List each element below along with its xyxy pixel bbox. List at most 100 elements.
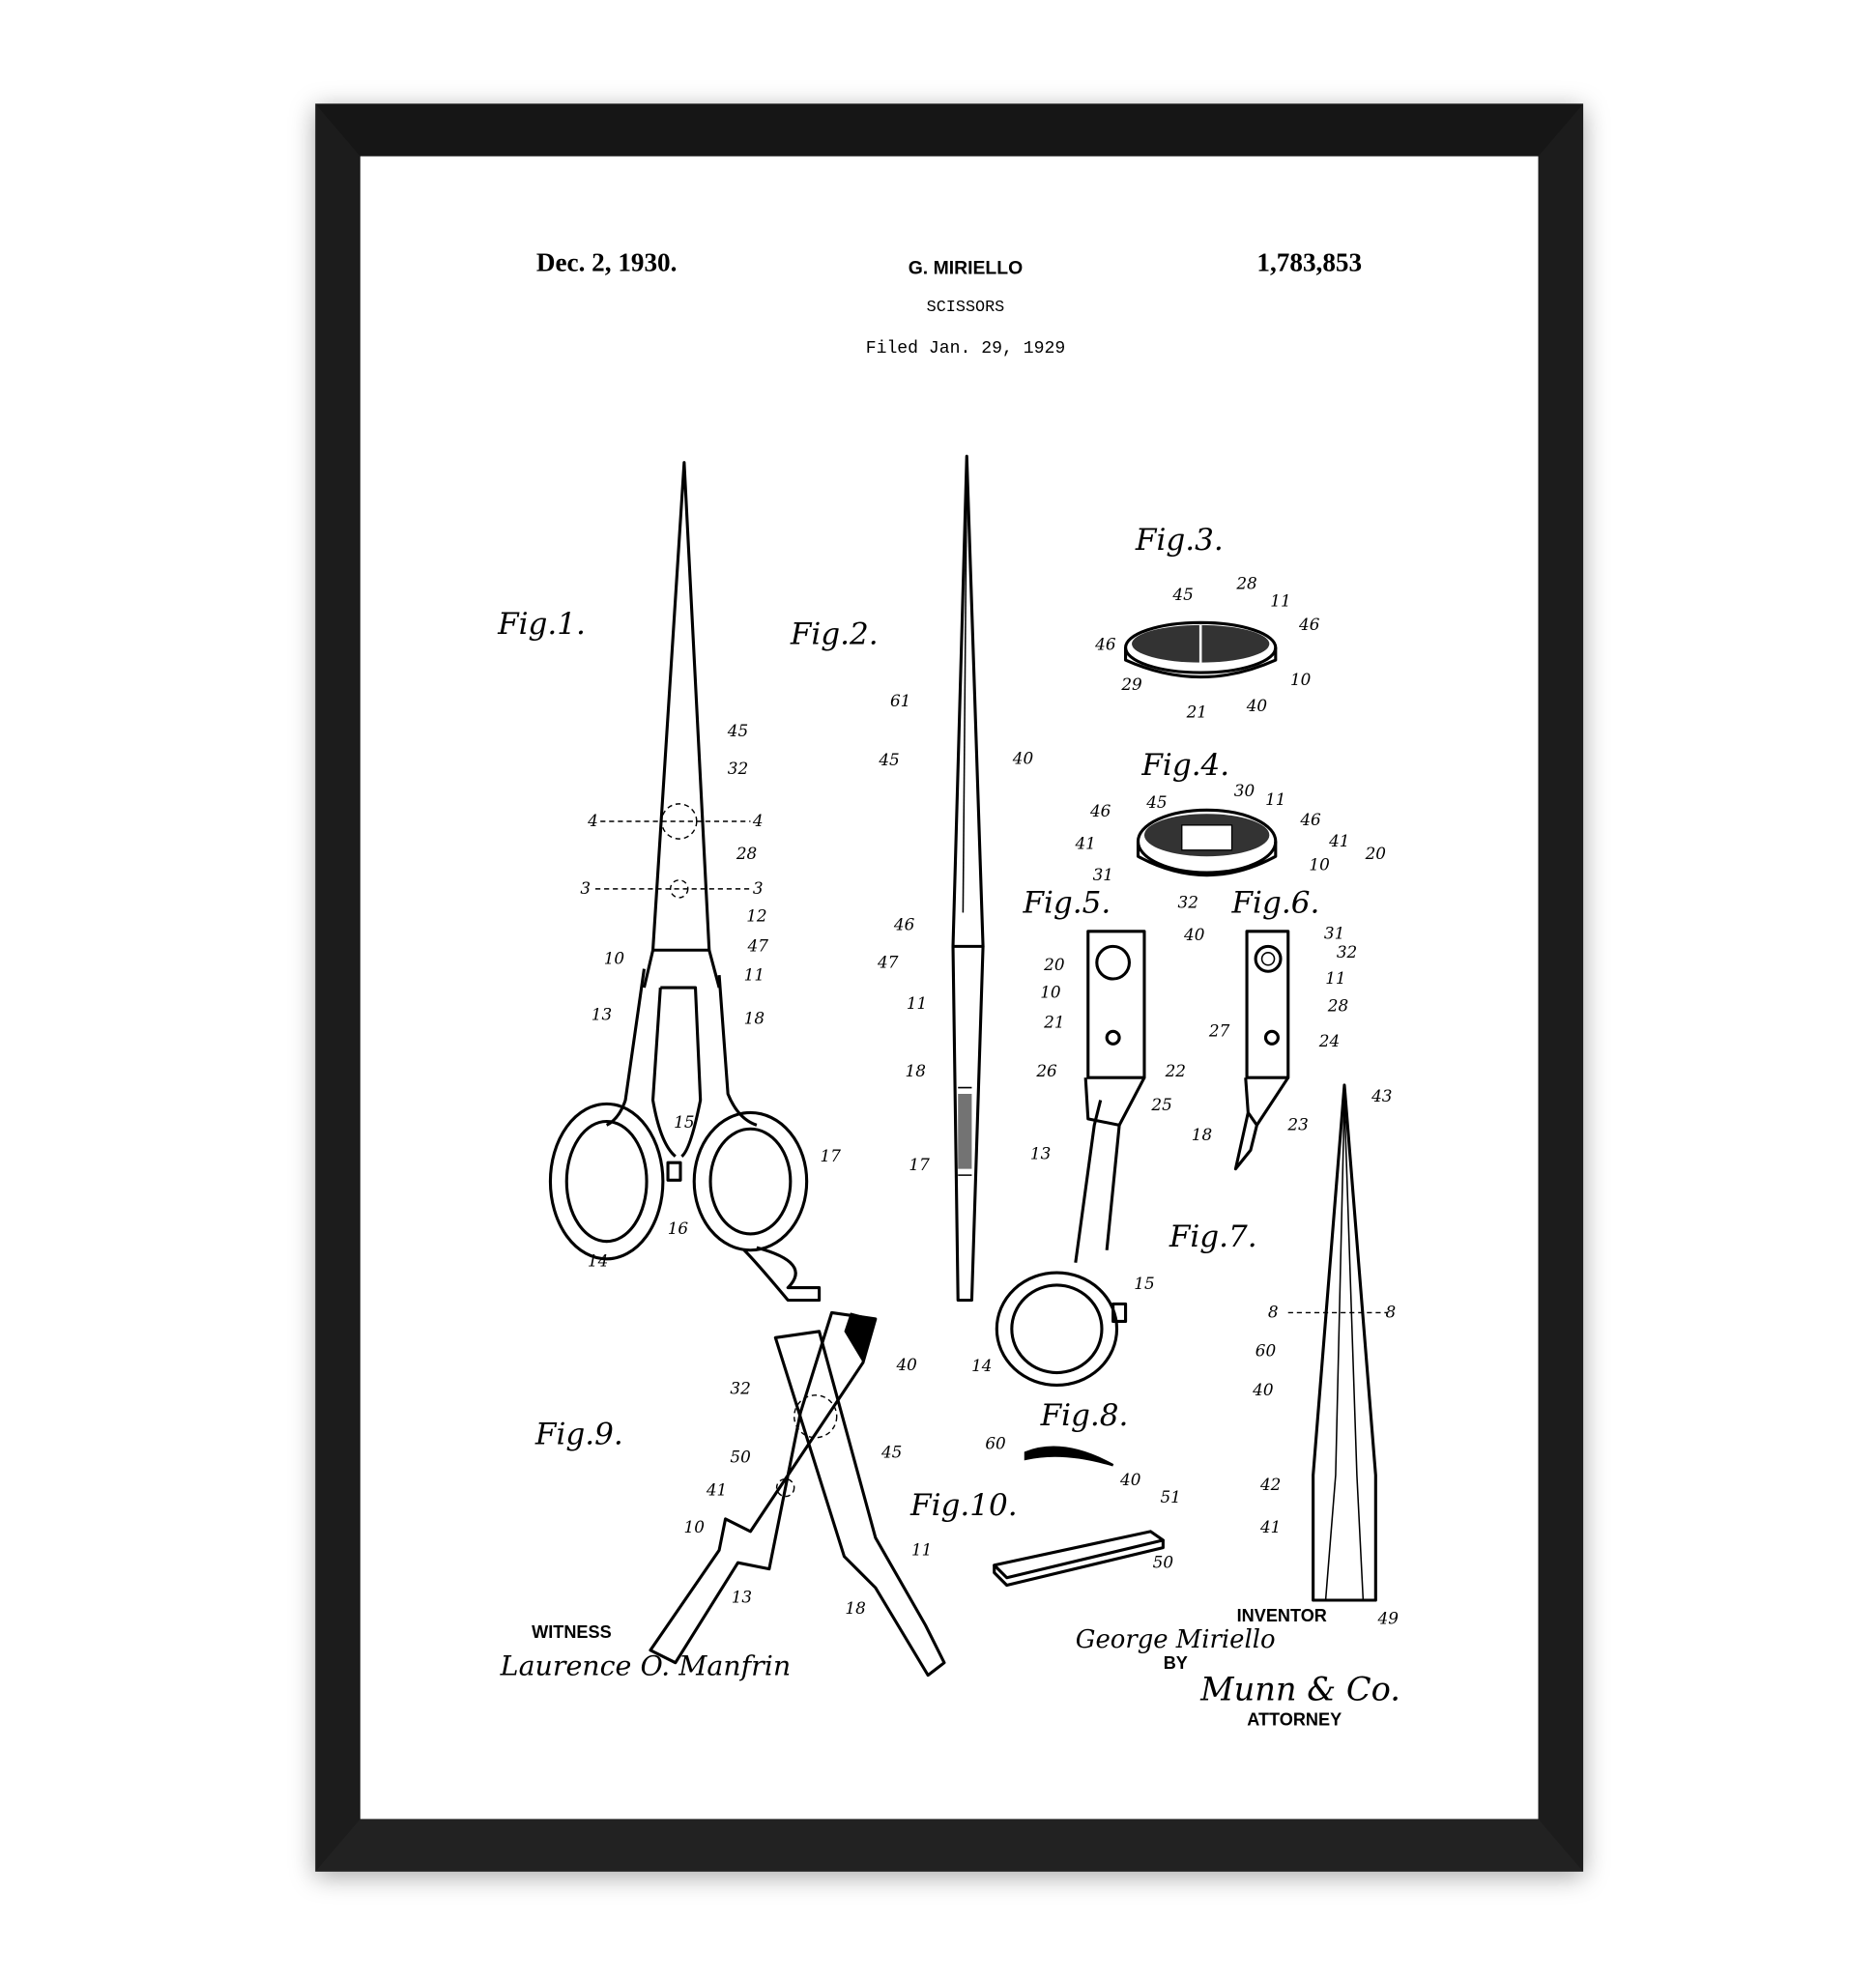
picture-frame [315,103,1584,1872]
reference-numeral: 40 [1012,748,1034,767]
reference-numeral: 40 [1252,1380,1274,1399]
fig8-section [1024,1446,1114,1467]
reference-numeral: 60 [1255,1341,1277,1361]
figure-titles: Fig.1. Fig.2. Fig.3. Fig.4. Fig.5. Fig.6… [497,523,1319,1523]
inventor-name: G. MIRIELLO [909,257,1024,278]
reference-numeral: 47 [877,952,899,971]
reference-numeral: 4 [587,811,598,830]
fig-title: Fig.8. [1040,1398,1129,1433]
reference-numeral: 45 [727,721,748,740]
patent-title: SCISSORS [927,299,1005,317]
fig3-pivot-section [1124,620,1278,679]
fig1-scissors [548,461,822,1303]
reference-numeral: 16 [668,1219,689,1238]
reference-numeral: 22 [1165,1061,1186,1080]
fig9-crossed-blades [649,1310,946,1678]
reference-numeral: 18 [744,1009,765,1028]
inventor-label: INVENTOR [1237,1606,1327,1625]
witness-signature: Laurence O. Manfrin [500,1650,792,1682]
fig6-blade-part [1233,930,1290,1171]
reference-numeral: 4 [752,811,764,830]
reference-numeral: 15 [1134,1274,1154,1293]
reference-numeral: 60 [985,1433,1006,1452]
reference-numeral: 24 [1318,1031,1340,1050]
fig7-blade [1287,1083,1389,1602]
fig10-insert [993,1530,1165,1588]
fig-title: Fig.6. [1231,885,1320,920]
reference-numeral: 13 [1030,1143,1051,1162]
reference-numeral: 46 [1094,635,1116,654]
reference-numeral: 25 [1150,1095,1171,1114]
reference-numeral: 46 [1089,801,1111,820]
reference-numeral: 10 [1290,670,1312,689]
reference-numeral: 10 [1040,982,1061,1001]
reference-numeral: 46 [1299,810,1321,829]
reference-numeral: 49 [1377,1609,1400,1628]
fig-title: Fig.9. [534,1417,623,1451]
reference-numeral: 11 [744,964,765,984]
reference-numeral: 50 [1153,1552,1174,1571]
reference-numeral: 28 [736,844,758,863]
fig-title: Fig.7. [1169,1219,1257,1254]
fig-title: Fig.2. [790,617,879,651]
reference-numeral: 18 [1192,1125,1213,1144]
reference-numeral: 32 [730,1379,750,1398]
witness-label: WITNESS [532,1622,612,1642]
reference-numeral: 45 [878,750,899,769]
reference-numeral: 13 [732,1588,752,1607]
fig-title: Fig.10. [909,1488,1018,1523]
fig2-blade-side [951,454,985,1303]
reference-numeral: 14 [588,1251,608,1271]
reference-numeral: 31 [1324,924,1344,943]
inventor-signature: George Miriello [1076,1625,1276,1654]
reference-numeral: 17 [909,1155,930,1174]
reference-numeral: 15 [674,1112,694,1132]
reference-numeral: 17 [821,1146,842,1165]
patent-drawings: Fig.1. Fig.2. Fig.3. Fig.4. Fig.5. Fig.6… [497,454,1399,1678]
reference-numeral: 20 [1365,844,1387,863]
reference-numeral: 14 [971,1356,992,1375]
filed-date: Filed Jan. 29, 1929 [866,339,1065,359]
reference-numeral: 45 [1171,585,1193,604]
reference-numeral: 41 [1328,831,1349,850]
patent-number: 1,783,853 [1256,248,1362,277]
reference-numeral: 41 [1259,1517,1281,1536]
fig-title: Fig.5. [1022,885,1111,920]
by-label: BY [1164,1653,1188,1673]
reference-numeral: 41 [706,1479,727,1499]
reference-numeral: 32 [1178,892,1198,911]
reference-numeral: 13 [592,1005,612,1024]
patent-date: Dec. 2, 1930. [536,248,678,277]
reference-numeral: 30 [1234,781,1255,800]
reference-numeral: 26 [1035,1061,1057,1080]
reference-numeral: 12 [746,905,766,925]
reference-numeral: 8 [1385,1303,1396,1322]
paper [360,156,1539,1820]
reference-numeral: 40 [1183,925,1205,944]
reference-numeral: 50 [730,1448,751,1467]
reference-numeral: 8 [1268,1303,1279,1322]
reference-numeral: 28 [1235,573,1257,592]
reference-numeral: 11 [1270,590,1290,610]
reference-numeral: 46 [1298,615,1320,634]
reference-numeral: 47 [747,936,769,956]
reference-numeral: 40 [1119,1470,1141,1489]
attorney-signature: Munn & Co. [1199,1670,1400,1707]
reference-numeral: 29 [1120,674,1142,694]
reference-numeral: 10 [604,948,625,967]
reference-numeral: 42 [1259,1475,1281,1494]
fig-title: Fig.3. [1135,523,1224,558]
reference-numeral: 45 [1145,792,1167,812]
reference-numeral: 40 [1246,696,1268,715]
reference-numeral: 18 [845,1598,866,1618]
reference-numeral: 21 [1043,1012,1064,1031]
reference-numeral: 11 [911,1539,932,1559]
reference-numeral: 28 [1327,996,1349,1016]
patent-footer: WITNESS Laurence O. Manfrin INVENTOR Geo… [500,1606,1400,1729]
fig-title: Fig.4. [1140,748,1229,783]
reference-numeral: 10 [684,1517,706,1536]
reference-numeral: 3 [753,878,764,898]
reference-numeral: 32 [728,759,748,778]
